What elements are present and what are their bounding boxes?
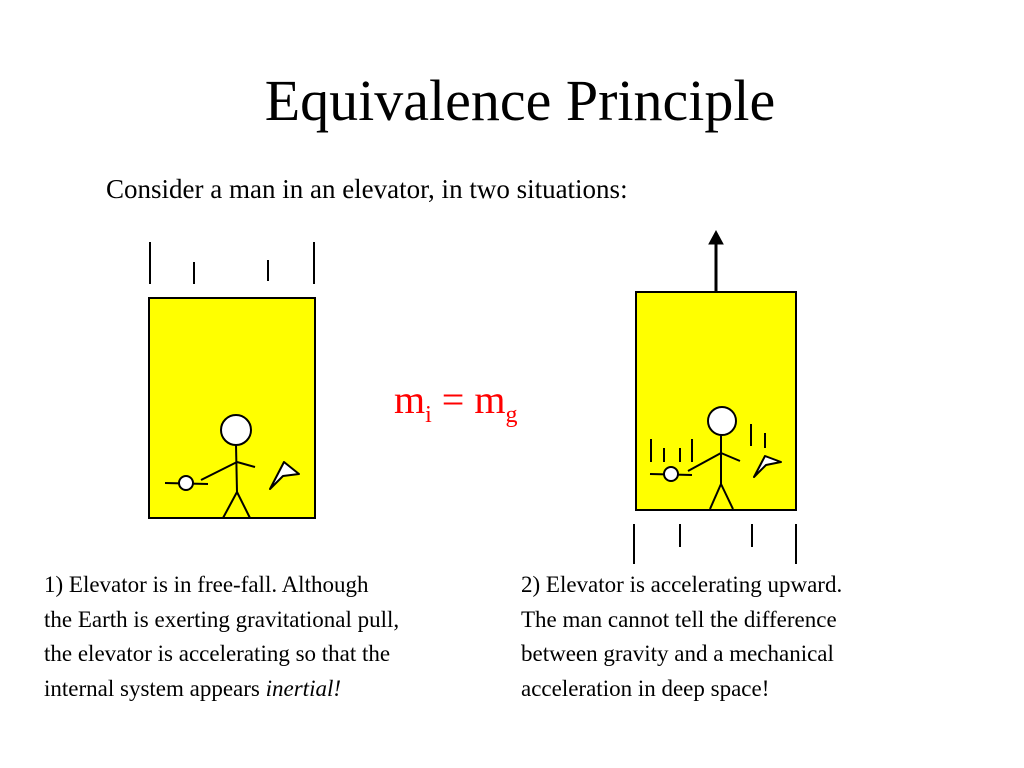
slide-subtitle: Consider a man in an elevator, in two si…	[106, 174, 628, 204]
stick-man-icon	[200, 414, 256, 519]
up-arrow-icon	[708, 229, 724, 291]
motion-lines-top	[149, 242, 315, 284]
caption-line: 2) Elevator is accelerating upward.	[521, 572, 843, 597]
falling-object-icon	[649, 439, 693, 482]
equation-rhs-subscript: g	[505, 402, 518, 428]
free-fall-elevator-icon	[148, 242, 316, 519]
motion-lines-bottom	[633, 524, 797, 564]
falling-item-icon	[750, 424, 782, 478]
caption-text: internal system appears	[44, 675, 266, 701]
elevator-box	[148, 297, 316, 519]
elevator-box	[635, 291, 797, 511]
floating-item-icon	[269, 461, 300, 490]
stick-man-icon	[687, 406, 741, 510]
caption-emphasis: inertial!	[265, 675, 342, 701]
caption-line: acceleration in deep space!	[521, 675, 770, 701]
caption-accelerating: 2) Elevator is accelerating upward. The …	[521, 568, 961, 706]
equation-operator: =	[441, 377, 465, 422]
equation-rhs: m	[474, 377, 506, 422]
caption-line: between gravity and a mechanical	[521, 641, 834, 666]
accelerating-elevator-icon	[633, 229, 797, 564]
caption-line: The man cannot tell the difference	[521, 606, 837, 632]
caption-line: the elevator is accelerating so that the	[44, 641, 391, 666]
equation-lhs: m	[394, 377, 426, 422]
equation-lhs-subscript: i	[425, 402, 432, 428]
floating-object-icon	[164, 475, 209, 491]
caption-line: 1) Elevator is in free-fall. Although	[44, 572, 369, 597]
caption-line: the Earth is exerting gravitational pull…	[44, 606, 400, 632]
caption-free-fall: 1) Elevator is in free-fall. Although th…	[44, 568, 494, 706]
equation-mi-equals-mg: mi = mg	[394, 376, 517, 427]
slide-title: Equivalence Principle	[264, 68, 776, 133]
caption-line: internal system appears inertial!	[44, 672, 494, 707]
